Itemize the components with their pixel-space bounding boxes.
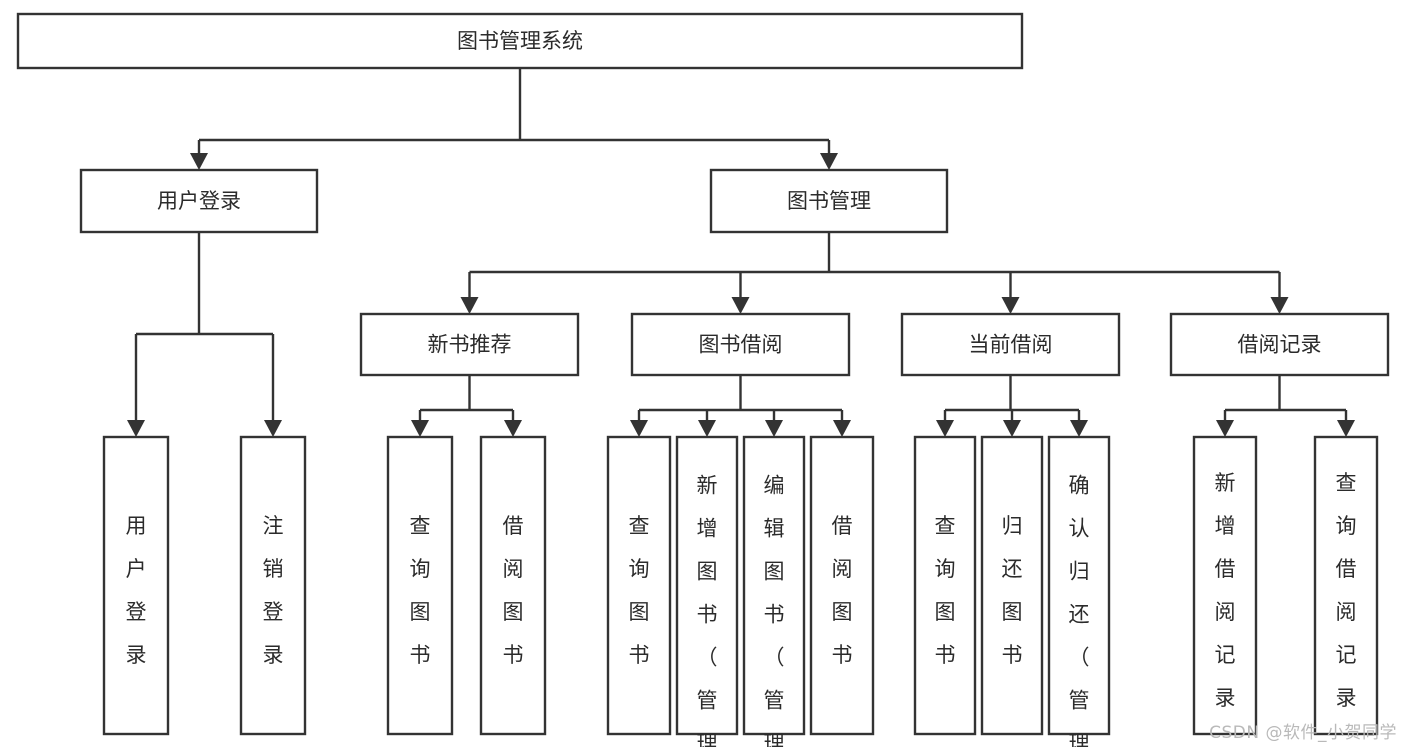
node-leaf-2[interactable]: 查询图书 bbox=[386, 435, 454, 736]
node-label: 查询图书 bbox=[629, 514, 650, 667]
node-label: 编辑图书（管理员） bbox=[764, 474, 785, 747]
watermark-text: CSDN @软件_小贺同学 bbox=[1209, 723, 1397, 743]
arrow-head-icon bbox=[698, 420, 716, 437]
node-l2-1[interactable]: 图书借阅 bbox=[630, 312, 851, 377]
node-leaf-3[interactable]: 借阅图书 bbox=[479, 435, 547, 736]
node-leaf-0[interactable]: 用户登录 bbox=[102, 435, 170, 736]
node-leaf-10[interactable]: 确认归还（管理员） bbox=[1047, 435, 1111, 747]
node-label: 新增借阅记录 bbox=[1215, 471, 1236, 710]
node-layer: 图书管理系统用户登录图书管理新书推荐图书借阅当前借阅借阅记录用户登录注销登录查询… bbox=[16, 12, 1390, 747]
node-box bbox=[1313, 435, 1379, 736]
node-box bbox=[1192, 435, 1258, 736]
node-box bbox=[102, 435, 170, 736]
node-label: 新书推荐 bbox=[428, 333, 512, 357]
node-l1-1[interactable]: 图书管理 bbox=[709, 168, 949, 234]
node-leaf-5[interactable]: 新增图书（管理员） bbox=[675, 435, 739, 747]
node-leaf-11[interactable]: 新增借阅记录 bbox=[1192, 435, 1258, 736]
node-label: 新增图书（管理员） bbox=[697, 474, 718, 747]
arrow-head-icon bbox=[1070, 420, 1088, 437]
arrow-head-icon bbox=[1003, 420, 1021, 437]
node-label: 图书借阅 bbox=[699, 333, 783, 357]
node-root-0[interactable]: 图书管理系统 bbox=[16, 12, 1024, 70]
arrow-head-icon bbox=[820, 153, 838, 170]
node-box bbox=[1169, 312, 1390, 377]
node-label: 归还图书 bbox=[1002, 514, 1023, 667]
arrow-head-icon bbox=[127, 420, 145, 437]
node-box bbox=[742, 435, 806, 736]
node-label: 注销登录 bbox=[263, 514, 284, 667]
node-l1-0[interactable]: 用户登录 bbox=[79, 168, 319, 234]
node-box bbox=[900, 312, 1121, 377]
node-box bbox=[606, 435, 672, 736]
node-box bbox=[980, 435, 1044, 736]
arrow-head-icon bbox=[1337, 420, 1355, 437]
arrow-head-icon bbox=[630, 420, 648, 437]
node-box bbox=[913, 435, 977, 736]
node-l2-0[interactable]: 新书推荐 bbox=[359, 312, 580, 377]
node-label: 借阅记录 bbox=[1238, 333, 1322, 357]
node-label: 当前借阅 bbox=[969, 333, 1053, 357]
arrow-head-icon bbox=[1216, 420, 1234, 437]
arrow-head-icon bbox=[1001, 297, 1020, 314]
node-box bbox=[239, 435, 307, 736]
node-label: 借阅图书 bbox=[503, 514, 524, 667]
node-box bbox=[709, 168, 949, 234]
node-label: 图书管理系统 bbox=[457, 29, 583, 53]
node-l2-3[interactable]: 借阅记录 bbox=[1169, 312, 1390, 377]
arrow-head-icon bbox=[504, 420, 522, 437]
arrow-head-icon bbox=[411, 420, 429, 437]
node-box bbox=[79, 168, 319, 234]
arrow-head-icon bbox=[460, 297, 479, 314]
node-l2-2[interactable]: 当前借阅 bbox=[900, 312, 1121, 377]
node-box bbox=[809, 435, 875, 736]
node-leaf-7[interactable]: 借阅图书 bbox=[809, 435, 875, 736]
node-leaf-8[interactable]: 查询图书 bbox=[913, 435, 977, 736]
node-box bbox=[1047, 435, 1111, 736]
node-leaf-6[interactable]: 编辑图书（管理员） bbox=[742, 435, 806, 747]
node-label: 用户登录 bbox=[157, 189, 241, 213]
node-box bbox=[386, 435, 454, 736]
node-box bbox=[359, 312, 580, 377]
arrow-head-icon bbox=[936, 420, 954, 437]
node-label: 查询图书 bbox=[935, 514, 956, 667]
node-box bbox=[479, 435, 547, 736]
arrow-head-icon bbox=[264, 420, 282, 437]
node-label: 确认归还（管理员） bbox=[1069, 474, 1090, 747]
node-box bbox=[16, 12, 1024, 70]
node-leaf-4[interactable]: 查询图书 bbox=[606, 435, 672, 736]
node-box bbox=[675, 435, 739, 736]
node-label: 图书管理 bbox=[787, 189, 871, 213]
arrow-head-icon bbox=[190, 153, 208, 170]
node-label: 查询借阅记录 bbox=[1336, 471, 1357, 710]
node-label: 借阅图书 bbox=[832, 514, 853, 667]
node-label: 用户登录 bbox=[126, 514, 147, 667]
connector-layer bbox=[127, 68, 1355, 437]
node-box bbox=[630, 312, 851, 377]
arrow-head-icon bbox=[1270, 297, 1289, 314]
arrow-head-icon bbox=[765, 420, 783, 437]
arrow-head-icon bbox=[731, 297, 750, 314]
node-leaf-1[interactable]: 注销登录 bbox=[239, 435, 307, 736]
arrow-head-icon bbox=[833, 420, 851, 437]
node-leaf-9[interactable]: 归还图书 bbox=[980, 435, 1044, 736]
node-label: 查询图书 bbox=[410, 514, 431, 667]
node-leaf-12[interactable]: 查询借阅记录 bbox=[1313, 435, 1379, 736]
